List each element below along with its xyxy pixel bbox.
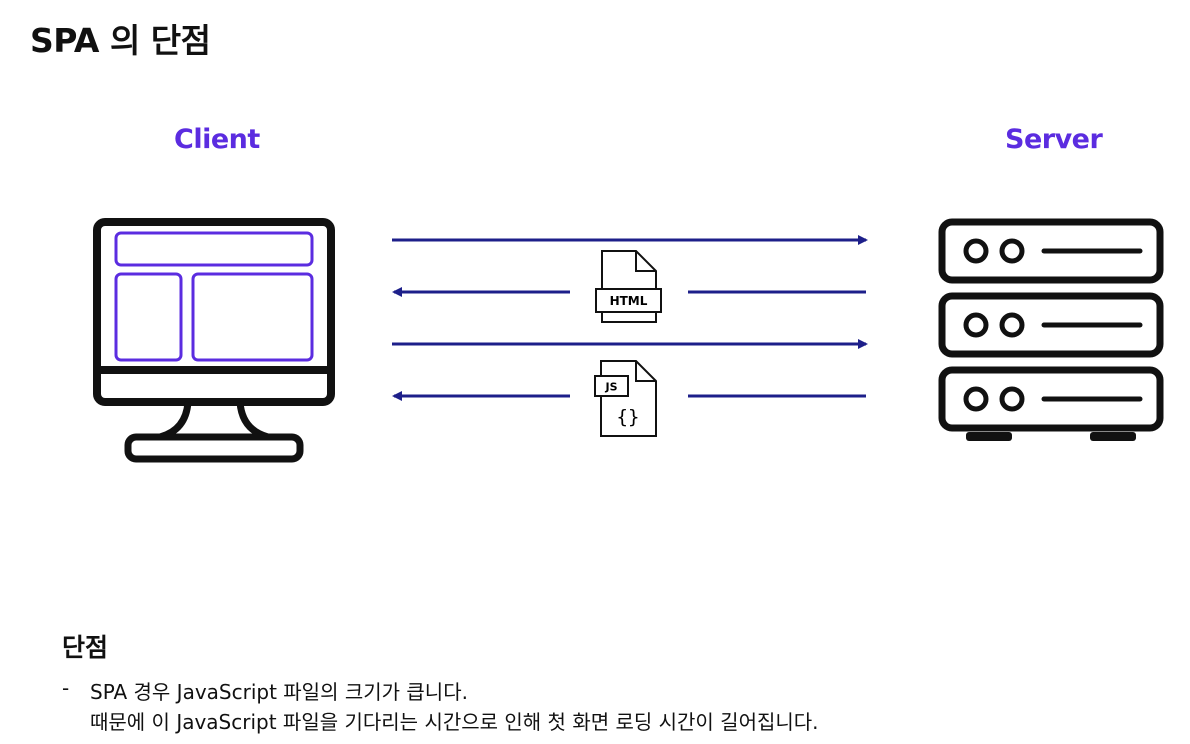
client-label: Client	[174, 124, 260, 155]
server-rack-icon	[938, 218, 1164, 441]
note-line-2: 때문에 이 JavaScript 파일을 기다리는 시간으로 인해 첫 화면 로…	[90, 710, 819, 734]
js-file-icon: JS {}	[594, 360, 657, 437]
server-unit	[938, 366, 1164, 432]
html-file-label: HTML	[610, 294, 648, 308]
js-file-label: JS	[604, 381, 617, 394]
html-file-icon: HTML	[595, 250, 662, 323]
note-line-1: SPA 경우 JavaScript 파일의 크기가 큽니다.	[90, 680, 468, 704]
server-unit	[938, 218, 1164, 284]
bullet-marker: -	[62, 676, 70, 700]
page-title: SPA 의 단점	[30, 21, 211, 60]
js-braces: {}	[617, 406, 640, 428]
server-label: Server	[1005, 124, 1103, 155]
server-unit	[938, 292, 1164, 358]
section-heading: 단점	[62, 633, 109, 662]
monitor-icon	[93, 218, 335, 463]
